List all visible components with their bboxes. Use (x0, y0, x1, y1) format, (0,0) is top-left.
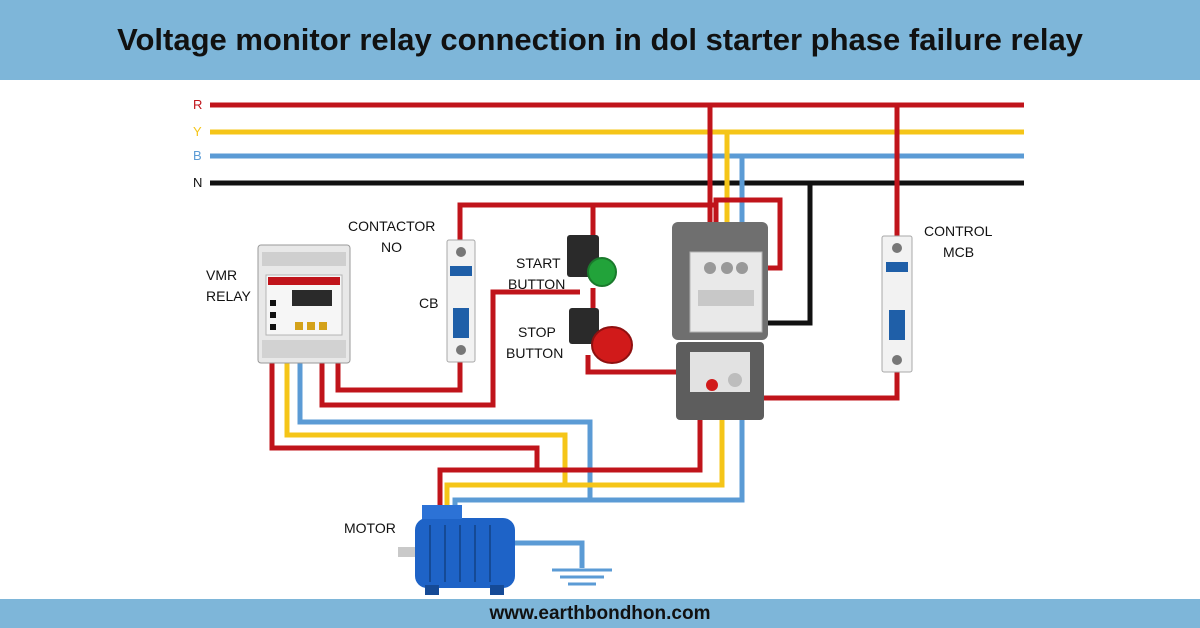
label-stop-line2: BUTTON (506, 345, 563, 361)
wire-cb-to-vmr (335, 360, 463, 393)
vmr-sense-y (284, 360, 568, 485)
phase-label-y: Y (193, 124, 202, 139)
wire-aux-loop (713, 197, 783, 271)
label-control-mcb-line1: CONTROL (924, 223, 993, 239)
vmr-sense-r (269, 360, 540, 470)
contactor-icon (672, 222, 768, 340)
phase-label-n: N (193, 175, 202, 190)
motor-wire-b (452, 420, 745, 505)
earth-wire (515, 540, 585, 568)
earth-symbol-icon (552, 568, 612, 586)
start-button-icon (567, 235, 617, 287)
label-contactor-no-line1: CONTACTOR (348, 218, 435, 234)
wire-n-to-coil (765, 183, 813, 326)
vmr-sense-b (297, 360, 593, 500)
label-contactor-no-line2: NO (381, 239, 402, 255)
control-mcb-icon (881, 235, 913, 373)
motor-wire-y (444, 420, 725, 505)
label-control-mcb-line2: MCB (943, 244, 974, 260)
footer-bar: www.earthbondhon.com (0, 599, 1200, 628)
label-vmr-line2: RELAY (206, 288, 252, 304)
label-vmr-line1: VMR (206, 267, 237, 283)
vmr-relay-icon (257, 244, 351, 364)
website-link[interactable]: www.earthbondhon.com (489, 602, 711, 624)
wire-mcb-to-overload (752, 372, 900, 401)
label-motor: MOTOR (344, 520, 396, 536)
motor-wire-r (437, 420, 703, 505)
cb-breaker-icon (446, 239, 476, 363)
label-start-line1: START (516, 255, 561, 271)
wire-aux-to-cb (457, 202, 716, 250)
label-start-line2: BUTTON (508, 276, 565, 292)
header-bar: Voltage monitor relay connection in dol … (0, 0, 1200, 80)
phase-label-r: R (193, 97, 202, 112)
label-stop-line1: STOP (518, 324, 556, 340)
stop-button-icon (569, 308, 633, 364)
label-cb: CB (419, 295, 438, 311)
wire-vmr-to-start (319, 289, 580, 408)
phase-label-b: B (193, 148, 202, 163)
page-title: Voltage monitor relay connection in dol … (117, 22, 1083, 57)
overload-relay-icon (676, 342, 764, 420)
motor-icon (398, 505, 515, 595)
wiring-diagram: R Y B N (193, 97, 1024, 595)
